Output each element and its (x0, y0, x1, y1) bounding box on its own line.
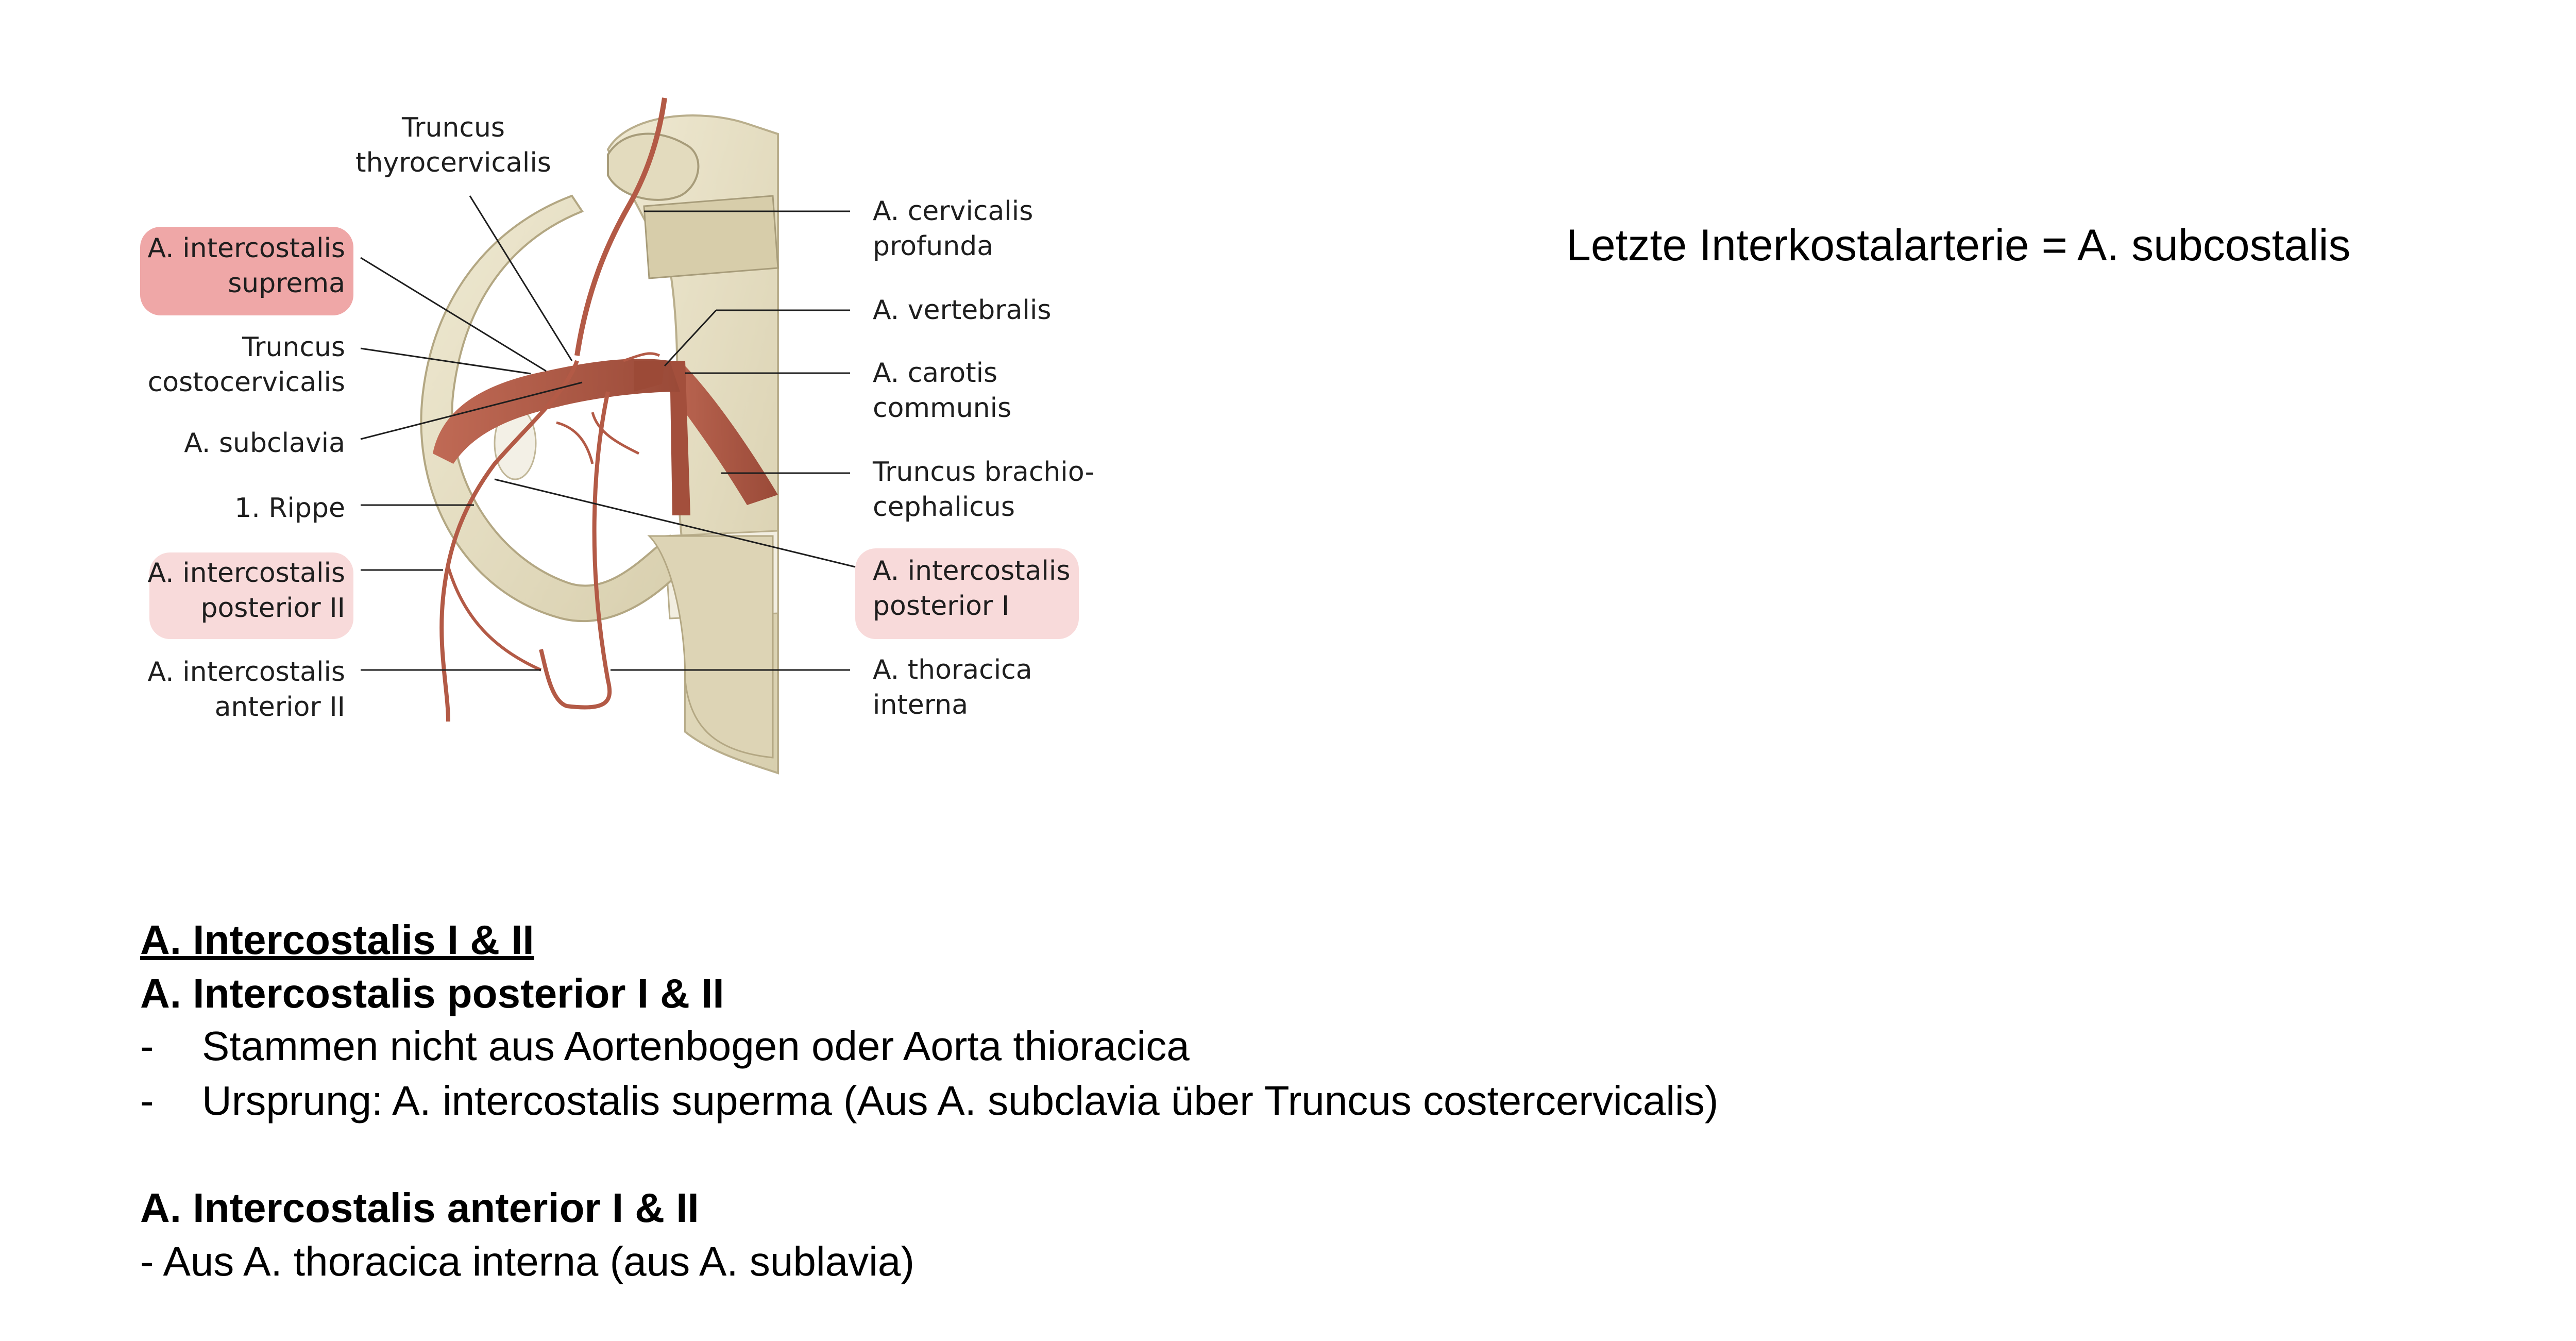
carotis-shape (670, 361, 690, 515)
subclavia-shape (433, 359, 680, 464)
label-carotis-communis: A. carotis communis (873, 358, 1012, 424)
label-truncus-brachiocephalicus: Truncus brachio- cephalicus (873, 457, 1095, 523)
highlight-intercostalis-posterior-1 (855, 548, 1079, 639)
label-subclavia: A. subclavia (184, 428, 345, 459)
bullet-dash: - (140, 1023, 154, 1069)
anterior-line: - Aus A. thoracica interna (aus A. subla… (140, 1238, 915, 1284)
highlight-intercostalis-posterior-2 (149, 552, 353, 639)
label-truncus-costocervicalis: Truncus costocervicalis (147, 332, 345, 398)
bullet-dash: - (140, 1078, 154, 1124)
vertebra-lower (643, 195, 779, 279)
note-subcostalis: Letzte Interkostalarterie = A. subcostal… (1566, 221, 2351, 270)
sternum-shape (647, 535, 774, 759)
subclavia-branch (634, 361, 665, 392)
highlight-intercostalis-suprema (140, 227, 353, 315)
anatomy-illustration (360, 97, 856, 775)
label-thoracica-interna: A. thoracica interna (873, 655, 1032, 720)
bullet-text: Ursprung: A. intercostalis superma (Aus … (202, 1078, 1719, 1124)
list-item: - Ursprung: A. intercostalis superma (Au… (140, 1076, 1892, 1126)
first-rib-shape (420, 194, 682, 623)
label-intercostalis-posterior-2: A. intercostalis posterior II (147, 558, 345, 624)
label-intercostalis-posterior-1: A. intercostalis posterior I (873, 556, 1071, 622)
label-truncus-thyrocervicalis: Truncus thyrocervicalis (355, 112, 551, 178)
posterior-heading: A. Intercostalis posterior I & II (140, 970, 724, 1016)
list-item: - Stammen nicht aus Aortenbogen oder Aor… (140, 1021, 1892, 1071)
label-vertebralis: A. vertebralis (873, 295, 1052, 326)
label-cervicalis-profunda: A. cervicalis profunda (873, 196, 1033, 262)
anterior-heading: A. Intercostalis anterior I & II (140, 1185, 699, 1231)
bullet-text: Stammen nicht aus Aortenbogen oder Aorta… (202, 1023, 1190, 1069)
label-intercostalis-anterior-2: A. intercostalis anterior II (147, 657, 345, 723)
section-title: A. Intercostalis I & II (140, 917, 534, 963)
label-rippe: 1. Rippe (234, 493, 345, 524)
label-intercostalis-suprema: A. intercostalis suprema (147, 233, 345, 299)
